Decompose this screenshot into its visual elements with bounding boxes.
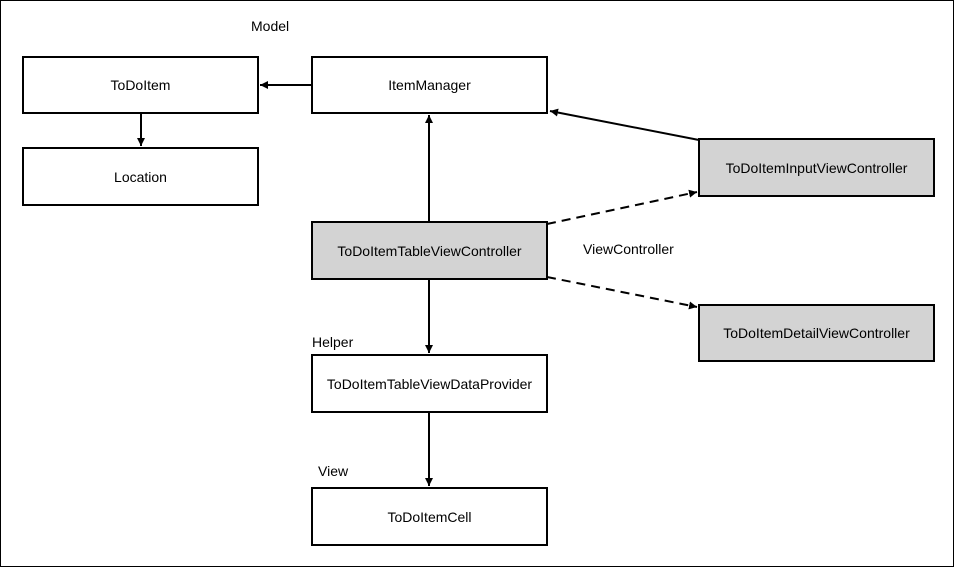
- edge-tablevc-to-detailvc: [546, 276, 698, 310]
- group-label-model: Model: [251, 18, 290, 34]
- node-inputviewcontroller: ToDoItemInputViewController: [698, 138, 935, 197]
- group-label-viewcontroller: ViewController: [583, 241, 674, 257]
- node-tableviewcontroller: ToDoItemTableViewController: [311, 221, 548, 280]
- group-label-view: View: [318, 463, 349, 479]
- node-location: Location: [22, 147, 259, 206]
- group-label-helper: Helper: [312, 334, 354, 350]
- node-todoitem: ToDoItem: [22, 56, 259, 114]
- node-todoitemcell: ToDoItemCell: [311, 487, 548, 546]
- edge-inputvc-to-itemmanager: [549, 108, 700, 141]
- node-detailviewcontroller: ToDoItemDetailViewController: [698, 304, 935, 362]
- node-tableviewdataprovider: ToDoItemTableViewDataProvider: [311, 354, 548, 413]
- node-itemmanager: ItemManager: [311, 56, 548, 114]
- edge-tablevc-to-inputvc: [546, 189, 698, 225]
